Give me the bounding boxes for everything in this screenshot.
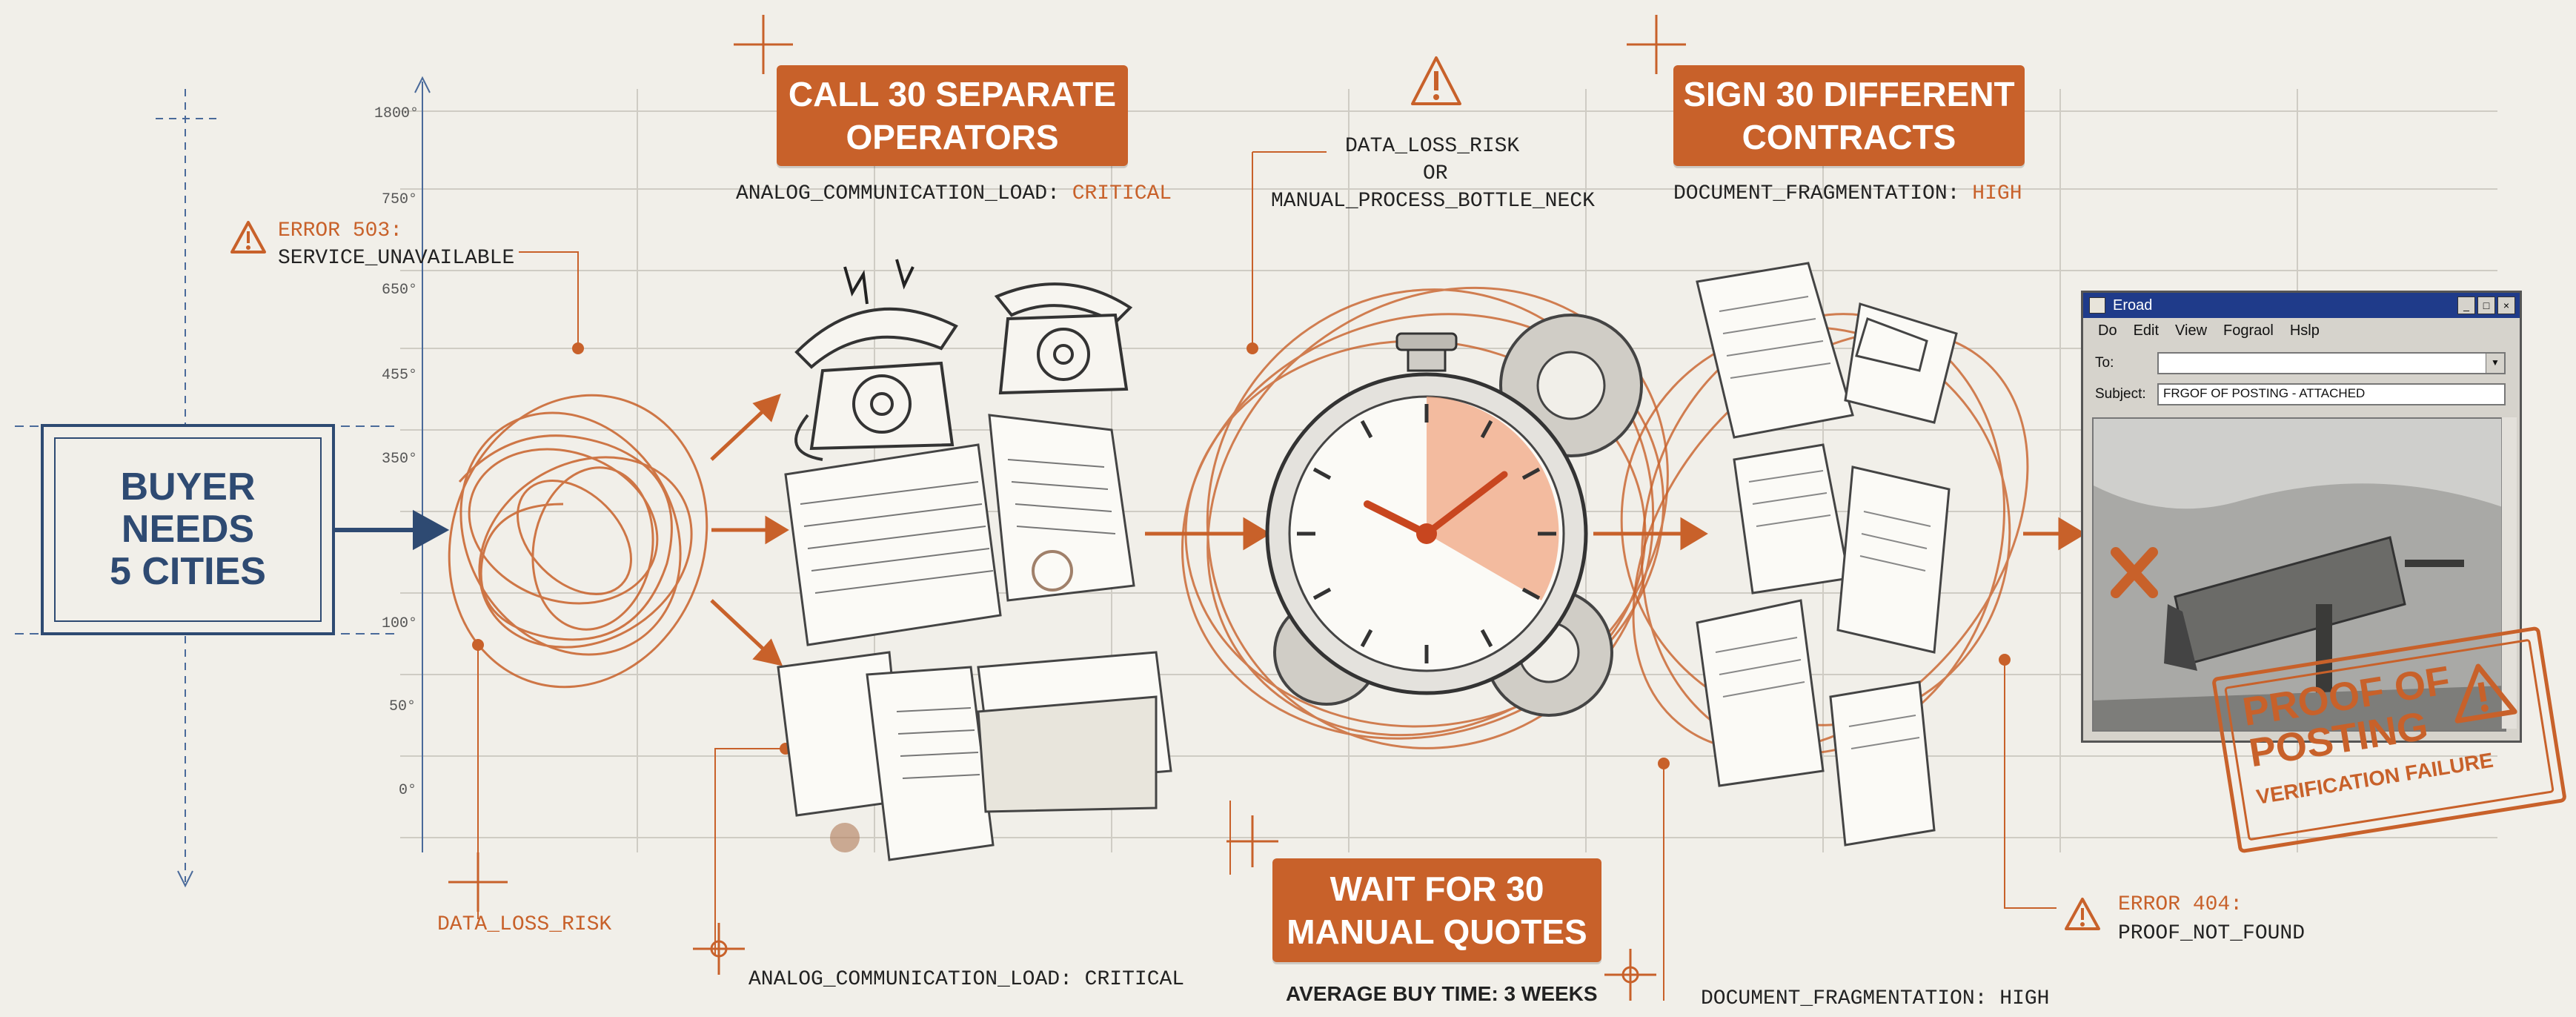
axis-tick: 455° (382, 367, 418, 384)
buyer-line-2: NEEDS (121, 507, 255, 551)
stopwatch-illustration (1265, 314, 1643, 717)
minimize-icon[interactable]: _ (2457, 297, 2475, 314)
step3-metric: DOCUMENT_FRAGMENTATION: HIGH (1673, 182, 2022, 205)
menu-item[interactable]: Edit (2133, 322, 2160, 339)
error-404-detail: PROOF_NOT_FOUND (2118, 922, 2306, 945)
to-label: To: (2095, 355, 2114, 371)
axis-tick: 100° (382, 615, 418, 632)
buyer-box: BUYER NEEDS 5 CITIES (41, 424, 335, 635)
email-window: Eroad _ □ × Do Edit View Fograol Hslp To… (2081, 291, 2522, 743)
error-503-title: ERROR 503: (278, 219, 403, 242)
step3-metric-value: HIGH (1972, 182, 2022, 205)
menu-item[interactable]: View (2175, 322, 2208, 339)
email-window-titlebar: Eroad _ □ × (2083, 293, 2520, 318)
chevron-down-icon[interactable]: ▼ (2486, 354, 2504, 373)
step3-banner-line2: CONTRACTS (1742, 118, 1956, 156)
step2-banner-line2: MANUAL QUOTES (1287, 912, 1587, 951)
step2-banner-line1: WAIT FOR 30 (1330, 869, 1544, 908)
scrollbar[interactable] (2501, 417, 2517, 729)
warning-icon (2454, 663, 2517, 723)
step2-footer: AVERAGE BUY TIME: 3 WEEKS (1286, 982, 1598, 1005)
step1-metric-key: ANALOG_COMMUNICATION_LOAD: (736, 182, 1060, 205)
axis-tick: 350° (382, 451, 418, 468)
step3-banner: SIGN 30 DIFFERENT CONTRACTS (1673, 65, 2025, 166)
menu-item[interactable]: Do (2098, 322, 2117, 339)
step3-footer: DOCUMENT_FRAGMENTATION: HIGH (1701, 987, 2050, 1010)
email-window-title: Eroad (2113, 297, 2153, 314)
error-404-title: ERROR 404: (2118, 893, 2243, 916)
step1-banner-line1: CALL 30 SEPARATE (788, 75, 1117, 113)
menu-item[interactable]: Hslp (2289, 322, 2320, 339)
step3-banner-line1: SIGN 30 DIFFERENT (1683, 75, 2015, 113)
axis-tick: 0° (399, 782, 417, 799)
step1-footer: ANALOG_COMMUNICATION_LOAD: CRITICAL (748, 968, 1185, 991)
step3-metric-key: DOCUMENT_FRAGMENTATION: (1673, 182, 1960, 205)
maximize-icon[interactable]: □ (2477, 297, 2495, 314)
axis-tick: 1800° (374, 105, 419, 122)
tangle-scribble-1 (448, 394, 708, 689)
billboard-photo (2092, 417, 2506, 732)
menu-item[interactable]: Fograol (2223, 322, 2274, 339)
telephones-illustration (794, 282, 1133, 461)
step2-risk-line2: OR (1423, 162, 1448, 185)
subject-label: Subject: (2095, 386, 2146, 402)
email-menu-bar: Do Edit View Fograol Hslp (2083, 318, 2520, 343)
axis-tick: 50° (389, 698, 416, 715)
error-503-detail: SERVICE_UNAVAILABLE (278, 247, 515, 270)
data-loss-label: DATA_LOSS_RISK (437, 913, 612, 936)
buyer-line-3: 5 CITIES (110, 550, 266, 594)
step2-risk-line1: DATA_LOSS_RISK (1345, 135, 1520, 158)
paperwork-illustration (777, 414, 1172, 861)
axis-tick: 750° (382, 191, 418, 208)
step1-metric: ANALOG_COMMUNICATION_LOAD: CRITICAL (736, 182, 1172, 205)
close-icon[interactable]: × (2497, 297, 2515, 314)
buyer-line-1: BUYER (120, 465, 256, 508)
step2-risk-line3: MANUAL_PROCESS_BOTTLE_NECK (1271, 190, 1595, 213)
axis-tick: 650° (382, 282, 418, 299)
subject-field[interactable]: FRGOF OF POSTING - ATTACHED (2157, 383, 2506, 405)
step1-metric-value: CRITICAL (1072, 182, 1172, 205)
to-field[interactable]: ▼ (2157, 352, 2506, 374)
step2-banner: WAIT FOR 30 MANUAL QUOTES (1272, 858, 1601, 962)
step1-banner-line2: OPERATORS (846, 118, 1059, 156)
proof-of-posting-stamp: PROOF OF POSTING VERIFICATION FAILURE (2211, 626, 2568, 854)
mail-app-icon (2089, 297, 2105, 314)
torn-contracts-illustration (1696, 262, 1958, 847)
step1-banner: CALL 30 SEPARATE OPERATORS (777, 65, 1128, 166)
